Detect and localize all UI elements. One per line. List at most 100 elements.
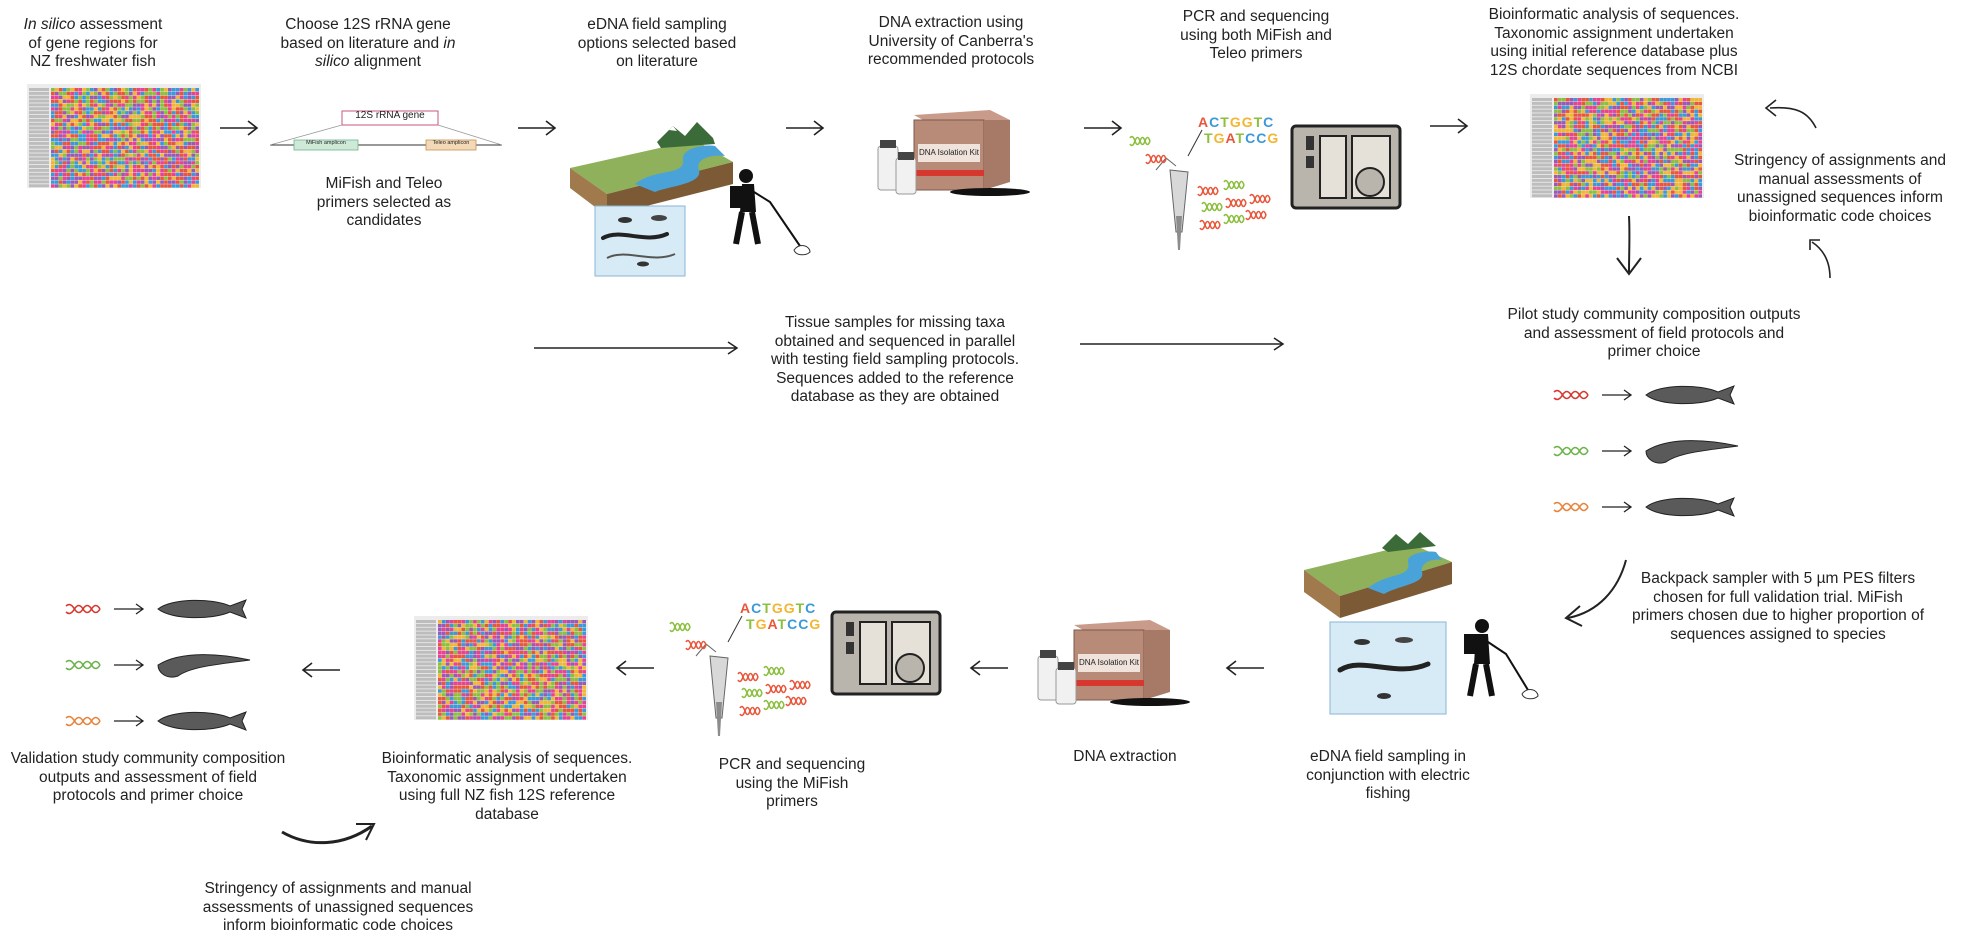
nucleotide: A [767, 616, 778, 632]
nucleotide: T [1220, 114, 1230, 130]
dna-helix-group-2 [669, 621, 811, 717]
arrow-right-1 [220, 120, 259, 136]
edna-options-label: eDNA field sampling options selected bas… [577, 16, 737, 70]
nucleotide: G [1229, 114, 1242, 130]
nucleotide: T [1235, 130, 1246, 146]
nucleotide: C [805, 600, 817, 616]
nucleotide: T [777, 616, 788, 632]
arrow-right-4 [1084, 120, 1123, 136]
gene-diagram [269, 110, 503, 151]
arrow-right-5 [1430, 118, 1469, 134]
sequence-line-2: TGATCCG [1198, 130, 1279, 146]
backpack-label: Backpack sampler with 5 µm PES filters c… [1631, 570, 1925, 643]
sequence-line-1: ACTGGTC [1198, 114, 1279, 130]
pcr-tube-and-sequencer-2 [695, 610, 942, 736]
curved-arrow-down-left [1564, 559, 1627, 627]
bioinformatic-pilot-label: Bioinformatic analysis of sequences. Tax… [1488, 6, 1740, 79]
nucleotide: A [1198, 114, 1210, 130]
extraction-kit-1 [877, 110, 1030, 196]
sequence-top-2: ACTGGTC TGATCCG [740, 600, 821, 632]
dna-extraction-bottom-label: DNA extraction [1073, 748, 1177, 765]
nucleotide: C [751, 600, 763, 616]
arrow-left-4 [301, 662, 340, 678]
nucleotide: C [787, 616, 799, 632]
arrow-right-2 [518, 120, 557, 136]
alignment-thumbnail-2 [1530, 94, 1704, 198]
pilot-outputs-label: Pilot study community composition output… [1507, 306, 1801, 360]
arrow-right-3 [786, 120, 825, 136]
arrow-left-1 [1225, 660, 1264, 676]
nucleotide: G [755, 616, 768, 632]
species-rows [65, 599, 251, 731]
gene-box-label: 12S rRNA gene [355, 110, 425, 121]
arrow-long-1 [534, 341, 739, 355]
insilico-rest: assessment of gene regions for NZ freshw… [28, 16, 163, 70]
curved-arrow-right-bottom [281, 823, 376, 845]
pilot-species-list [1553, 385, 1739, 517]
nucleotide: T [795, 600, 806, 616]
nucleotide: C [1263, 114, 1275, 130]
alignment-grid [416, 620, 586, 720]
loop-arrow-top [1764, 99, 1817, 129]
nucleotide: G [771, 600, 784, 616]
kit-label-1: DNA Isolation Kit [918, 148, 980, 157]
species-rows [1553, 385, 1739, 517]
pcr-tube-and-sequencer-1 [1155, 124, 1402, 250]
nucleotide: C [1245, 130, 1257, 146]
nucleotide: G [1213, 130, 1226, 146]
edna-electric-label: eDNA field sampling in conjunction with … [1306, 748, 1470, 802]
bioinformatic-full-label: Bioinformatic analysis of sequences. Tax… [381, 750, 633, 823]
choose-gene-text: Choose 12S rRNA gene based on literature… [280, 16, 451, 52]
step-choose-gene-label: Choose 12S rRNA gene based on literature… [278, 16, 458, 72]
dna-extraction-label: DNA extraction using University of Canbe… [867, 14, 1035, 68]
nucleotide: G [1267, 130, 1280, 146]
tissue-samples-label: Tissue samples for missing taxa obtained… [770, 314, 1020, 405]
stringency-top-label: Stringency of assignments and manual ass… [1734, 152, 1946, 225]
sampler-person-1 [730, 169, 811, 256]
extraction-kit-2 [1037, 620, 1190, 706]
nucleotide: G [809, 616, 822, 632]
dna-helix-group-1 [1129, 135, 1271, 231]
dna-strands-1 [1129, 135, 1271, 231]
nucleotide: T [1253, 114, 1264, 130]
landscape-block [570, 122, 733, 216]
landscape-river-1 [570, 122, 733, 277]
teleo-box-label: Teleo amplicon [432, 140, 470, 146]
kit-label-2: DNA Isolation Kit [1078, 658, 1140, 667]
pcr-both-label: PCR and sequencing using both MiFish and… [1180, 8, 1332, 62]
alignment-thumbnail-1 [27, 84, 201, 188]
nucleotide: T [1204, 130, 1214, 146]
step-insilico-label: In silico assessment of gene regions for… [18, 16, 168, 72]
nucleotide: T [746, 616, 756, 632]
nucleotide: A [740, 600, 752, 616]
nucleotide: A [1225, 130, 1236, 146]
choose-gene-italic: in silico [315, 34, 456, 71]
nucleotide: C [1256, 130, 1268, 146]
mifish-box-label: MiFish amplicon [306, 140, 346, 146]
arrow-long-2 [1080, 337, 1285, 351]
pcr-mifish-label: PCR and sequencing using the MiFish prim… [718, 756, 866, 810]
validation-outputs-label: Validation study community composition o… [10, 750, 286, 804]
alignment-grid [1532, 98, 1702, 198]
landscape-river-2 [1304, 532, 1539, 715]
primers-selected-label: MiFish and Teleo primers selected as can… [316, 175, 452, 229]
dna-strands-2 [669, 621, 811, 717]
arrow-left-2 [969, 660, 1008, 676]
sequence-line-1: ACTGGTC [740, 600, 821, 616]
insilico-italic: In silico [23, 16, 76, 33]
stringency-bottom-label: Stringency of assignments and manual ass… [202, 880, 474, 934]
validation-species-list [65, 599, 251, 731]
loop-arrow-up [1809, 239, 1831, 279]
alignment-grid [29, 88, 199, 188]
arrow-down-pilot [1616, 215, 1642, 276]
nucleotide: C [1209, 114, 1221, 130]
sequence-top-1: ACTGGTC TGATCCG [1198, 114, 1279, 146]
nucleotide: T [762, 600, 772, 616]
arrow-left-3 [615, 660, 654, 676]
sequence-line-2: TGATCCG [740, 616, 821, 632]
nucleotide: G [1241, 114, 1254, 130]
nucleotide: G [783, 600, 796, 616]
alignment-thumbnail-3 [414, 616, 588, 720]
nucleotide: C [798, 616, 810, 632]
choose-gene-text-2: alignment [349, 53, 421, 70]
